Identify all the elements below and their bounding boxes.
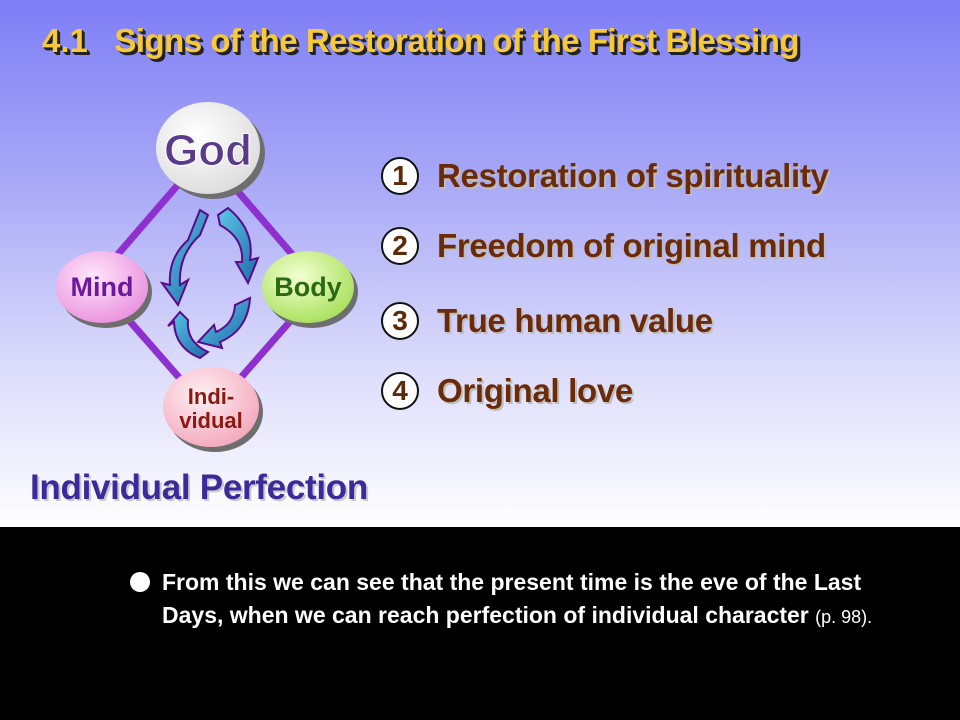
individual-perfection-diagram: God Mind Body Indi- vidual <box>56 102 358 452</box>
note-body: From this we can see that the present ti… <box>162 569 862 628</box>
body-label: Body <box>274 272 342 302</box>
item-number: 3 <box>381 302 419 340</box>
list-item: 2 Freedom of original mind <box>381 227 826 265</box>
slide-title: 4.1 Signs of the Restoration of the Firs… <box>42 22 800 60</box>
item-number: 1 <box>381 157 419 195</box>
list-item: 4 Original love <box>381 372 633 410</box>
individual-node: Indi- vidual <box>163 367 263 452</box>
individual-label-line1: Indi- <box>188 384 234 409</box>
item-text: True human value <box>437 302 713 339</box>
item-text: Restoration of spirituality <box>437 157 829 194</box>
item-text: Freedom of original mind <box>437 227 826 264</box>
title-text: Signs of the Restoration of the First Bl… <box>114 22 800 59</box>
god-node: God <box>156 102 265 199</box>
note-text: From this we can see that the present ti… <box>162 566 882 634</box>
body-node: Body <box>262 251 358 328</box>
slide-top-background <box>0 0 960 527</box>
god-label: God <box>164 126 252 175</box>
list-item: 3 True human value <box>381 302 713 340</box>
diagram-caption: Individual Perfection <box>30 468 368 507</box>
item-number: 4 <box>381 372 419 410</box>
item-number: 2 <box>381 227 419 265</box>
bullet-icon <box>130 572 150 592</box>
list-item: 1 Restoration of spirituality <box>381 157 829 195</box>
page-reference: (p. 98). <box>815 607 873 627</box>
individual-label-line2: vidual <box>179 408 243 433</box>
title-number: 4.1 <box>42 22 88 59</box>
slide-bottom-panel <box>0 527 960 720</box>
item-text: Original love <box>437 372 633 409</box>
circular-arrows-icon <box>159 206 260 360</box>
mind-node: Mind <box>56 251 152 328</box>
mind-label: Mind <box>71 272 134 302</box>
